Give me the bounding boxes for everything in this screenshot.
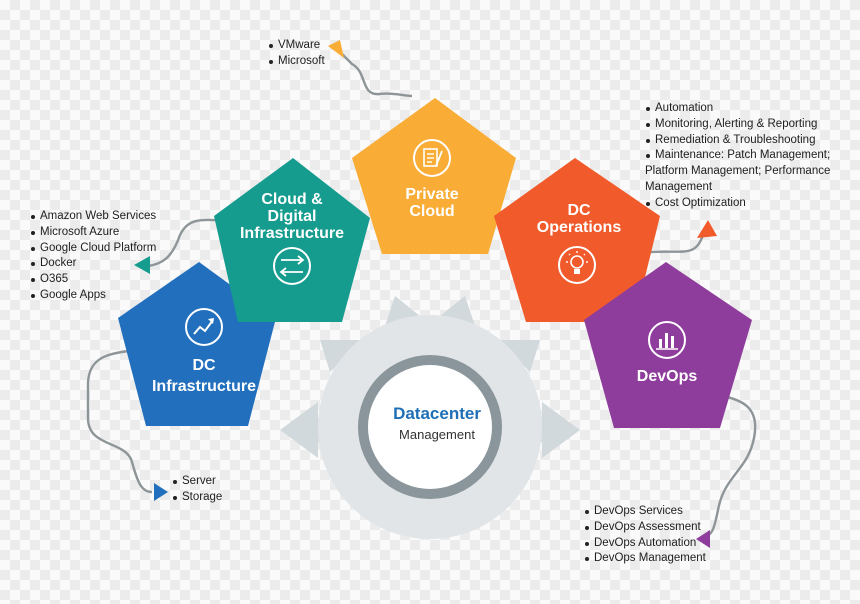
dc-infrastructure-list: Server Storage	[172, 474, 222, 506]
private-cloud-title-line-1: Private	[405, 186, 458, 203]
dc-operations-title-line-1: DC	[567, 202, 591, 219]
connector-devops	[701, 392, 757, 540]
list-item: Automation	[645, 101, 830, 117]
private-cloud-title-line-2: Cloud	[409, 203, 454, 220]
cloud-digital-title-line-3: Infrastructure	[240, 225, 344, 242]
cloud-digital-list: Amazon Web Services Microsoft Azure Goog…	[30, 209, 156, 304]
list-item: DevOps Services	[584, 504, 706, 520]
connector-dc-operations	[649, 231, 706, 254]
list-item: Remediation & Troubleshooting	[645, 133, 830, 149]
center-title: Datacenter	[393, 404, 481, 423]
arrowhead-devops	[696, 530, 710, 548]
list-item: Google Apps	[30, 288, 156, 304]
list-item: Microsoft Azure	[30, 225, 156, 241]
list-item: Docker	[30, 256, 156, 272]
hub	[280, 296, 580, 539]
devops-title: DevOps	[637, 368, 698, 385]
arrowhead-dc-operations	[697, 220, 717, 238]
list-item: DevOps Automation	[584, 536, 706, 552]
list-item: Storage	[172, 490, 222, 506]
cloud-digital-title-line-1: Cloud &	[261, 191, 323, 208]
arrowhead-private-cloud	[328, 40, 344, 58]
cloud-digital-title-line-2: Digital	[268, 208, 317, 225]
trend-chart-icon	[185, 308, 223, 346]
dc-infrastructure-title-line-1: DC	[192, 357, 216, 374]
transfer-arrows-icon	[273, 247, 311, 285]
list-item-continuation: Platform Management; Performance	[645, 165, 831, 178]
list-item: Monitoring, Alerting & Reporting	[645, 117, 830, 133]
private-cloud-list: VMware Microsoft	[268, 38, 325, 70]
dc-operations-title-line-2: Operations	[537, 219, 622, 236]
list-item-continuation: Management	[645, 180, 713, 193]
connector-private-cloud	[339, 51, 413, 98]
list-item: DevOps Assessment	[584, 520, 706, 536]
arrowhead-cloud-digital	[134, 256, 150, 274]
bar-chart-icon	[648, 321, 686, 359]
arrowhead-dc-infrastructure	[154, 483, 168, 501]
list-item: VMware	[268, 38, 325, 54]
list-item: Maintenance: Patch Management;	[645, 148, 830, 164]
dc-operations-list: Automation Monitoring, Alerting & Report…	[645, 101, 830, 212]
list-item: Amazon Web Services	[30, 209, 156, 225]
list-item: DevOps Management	[584, 551, 706, 567]
list-item: Google Cloud Platform	[30, 241, 156, 257]
lightbulb-icon	[558, 246, 596, 284]
hub-inner-disc	[368, 365, 492, 489]
list-item: Cost Optimization	[645, 196, 830, 212]
list-item: Microsoft	[268, 54, 325, 70]
pentagon-cloud-digital	[214, 158, 370, 322]
list-item: Server	[172, 474, 222, 490]
devops-list: DevOps Services DevOps Assessment DevOps…	[584, 504, 706, 567]
center-subtitle: Management	[399, 427, 475, 442]
list-item: O365	[30, 272, 156, 288]
connector-dc-infrastructure	[86, 348, 153, 494]
dc-infrastructure-title-line-2: Infrastructure	[152, 378, 256, 395]
pentagon-dc-operations	[494, 158, 660, 322]
document-icon	[413, 139, 451, 177]
